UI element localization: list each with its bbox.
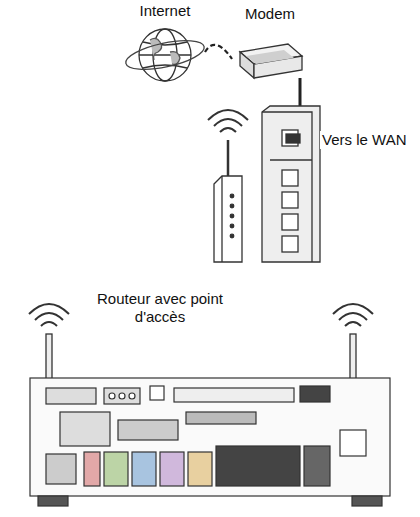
connector xyxy=(300,78,301,100)
node-label: Routeur avec point d'accès xyxy=(85,290,235,326)
av-receiver xyxy=(30,378,390,506)
connector xyxy=(205,45,232,59)
router-node: Routeur avec point d'accès xyxy=(85,100,325,330)
node-label: Modem xyxy=(232,5,308,23)
modem-node: Modem xyxy=(232,5,308,78)
access-point-icon xyxy=(208,110,248,262)
port-label: Vers le WAN xyxy=(320,131,408,149)
modem-icon xyxy=(240,44,302,78)
internet-node: Internet xyxy=(125,2,205,87)
antenna xyxy=(29,304,373,380)
node-label: Internet xyxy=(125,2,205,20)
globe-icon xyxy=(123,29,206,81)
router-icon xyxy=(262,106,320,262)
